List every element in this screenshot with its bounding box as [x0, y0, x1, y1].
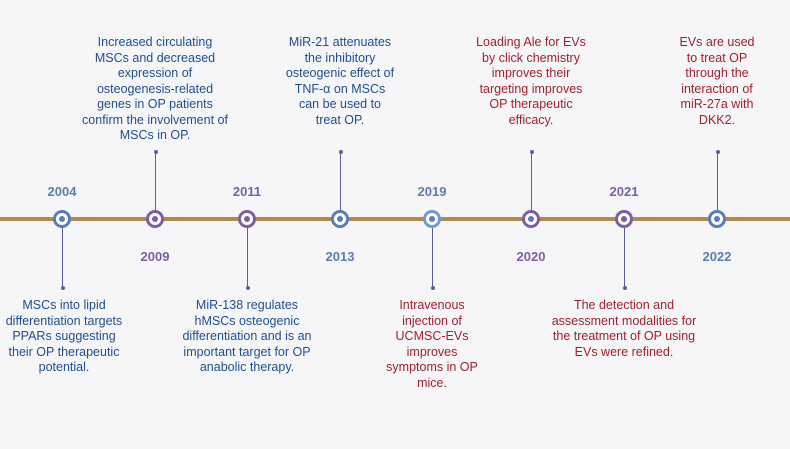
year-label-2004: 2004 [47, 184, 77, 199]
year-label-2022: 2022 [702, 249, 732, 264]
timeline-node-core [152, 216, 158, 222]
event-description-2009: Increased circulating MSCs and decreased… [82, 35, 228, 142]
timeline-node-2009 [146, 210, 164, 228]
event-description-2004: MSCs into lipid differentiation targets … [5, 298, 123, 374]
connector-line [432, 228, 433, 288]
event-description-2019: Intravenous injection of UCMSC-EVs impro… [386, 298, 478, 390]
year-label-2021: 2021 [609, 184, 639, 199]
connector-line [155, 152, 156, 210]
timeline-node-core [59, 216, 65, 222]
timeline-node-core [429, 216, 435, 222]
connector-line [531, 152, 532, 210]
connector-line [247, 228, 248, 288]
timeline-node-2011 [238, 210, 256, 228]
timeline-node-2013 [331, 210, 349, 228]
year-label-2013: 2013 [325, 249, 355, 264]
timeline-node-2020 [522, 210, 540, 228]
timeline-node-2022 [708, 210, 726, 228]
timeline-node-core [714, 216, 720, 222]
connector-line [717, 152, 718, 210]
year-label-2020: 2020 [516, 249, 546, 264]
connector-dot [245, 286, 250, 290]
timeline-node-core [621, 216, 627, 222]
timeline-node-2021 [615, 210, 633, 228]
connector-dot [153, 150, 158, 154]
timeline-node-core [244, 216, 250, 222]
connector-dot [338, 150, 343, 154]
event-description-2013: MiR-21 attenuates the inhibitory osteoge… [285, 35, 395, 127]
year-label-2011: 2011 [232, 184, 262, 199]
connector-dot [622, 286, 627, 290]
event-description-2020: Loading Ale for EVs by click chemistry i… [476, 35, 586, 127]
year-label-2009: 2009 [140, 249, 170, 264]
timeline-node-2019 [423, 210, 441, 228]
connector-dot [715, 150, 720, 154]
connector-dot [529, 150, 534, 154]
year-label-2019: 2019 [417, 184, 447, 199]
timeline-axis [0, 217, 790, 221]
timeline-node-core [528, 216, 534, 222]
event-description-2011: MiR-138 regulates hMSCs osteogenic diffe… [182, 298, 312, 374]
timeline-node-2004 [53, 210, 71, 228]
connector-dot [60, 286, 65, 290]
connector-line [624, 228, 625, 288]
connector-line [340, 152, 341, 210]
event-description-2021: The detection and assessment modalities … [551, 298, 697, 359]
event-description-2022: EVs are used to treat OP through the int… [679, 35, 755, 127]
connector-dot [430, 286, 435, 290]
timeline-node-core [337, 216, 343, 222]
connector-line [62, 228, 63, 288]
